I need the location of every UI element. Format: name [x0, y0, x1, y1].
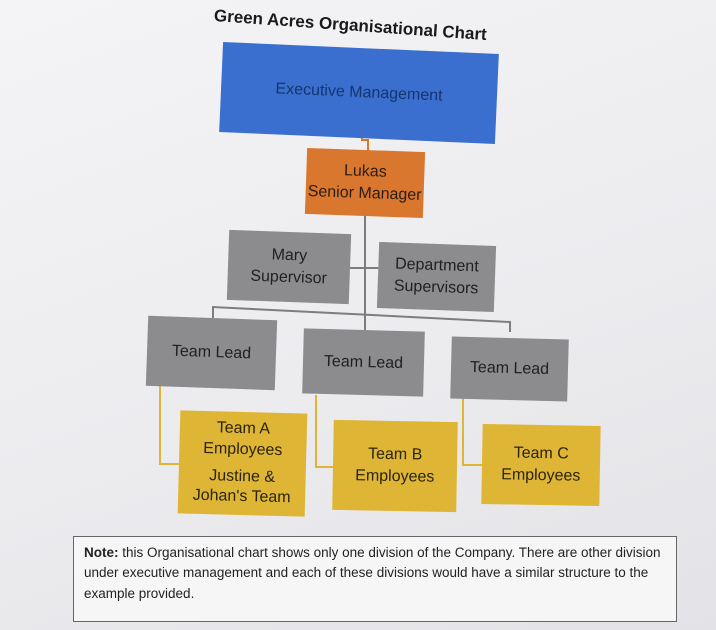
team-lead-label: Team Lead: [171, 342, 252, 363]
team-b-line1: Team B: [367, 445, 423, 464]
team-lead-label: Team Lead: [323, 352, 404, 372]
department-supervisors-box: Department Supervisors: [376, 241, 497, 313]
note-text: this Organisational chart shows only one…: [84, 545, 661, 601]
executive-management-label: Executive Management: [275, 80, 443, 105]
mary-role: Supervisor: [250, 267, 328, 288]
team-a-line2: Employees: [203, 439, 283, 459]
team-b-line2: Employees: [355, 467, 435, 486]
note-label: Note:: [84, 545, 119, 560]
team-lead-box-3: Team Lead: [450, 336, 569, 402]
senior-manager-role: Senior Manager: [307, 183, 422, 204]
senior-manager-name: Lukas: [343, 162, 388, 182]
team-lead-box-2: Team Lead: [302, 328, 425, 397]
team-a-line3: Justine &: [209, 466, 276, 486]
executive-management-box: Executive Management: [219, 42, 499, 144]
senior-manager-box: Lukas Senior Manager: [304, 147, 426, 219]
department-supervisors-line1: Department: [394, 255, 479, 276]
department-supervisors-line2: Supervisors: [393, 277, 479, 298]
team-lead-box-1: Team Lead: [145, 315, 278, 391]
note-box: Note: this Organisational chart shows on…: [73, 536, 677, 622]
team-a-line4: Johan's Team: [192, 487, 291, 507]
team-c-line1: Team C: [513, 444, 569, 463]
team-b-box: Team B Employees: [332, 419, 458, 513]
mary-name: Mary: [271, 246, 308, 266]
team-lead-label: Team Lead: [469, 359, 550, 379]
mary-supervisor-box: Mary Supervisor: [226, 229, 352, 305]
team-c-line2: Employees: [501, 466, 581, 485]
team-a-box: Team A Employees Justine & Johan's Team: [177, 410, 308, 517]
team-a-line1: Team A: [216, 419, 271, 438]
team-c-box: Team C Employees: [481, 423, 601, 507]
